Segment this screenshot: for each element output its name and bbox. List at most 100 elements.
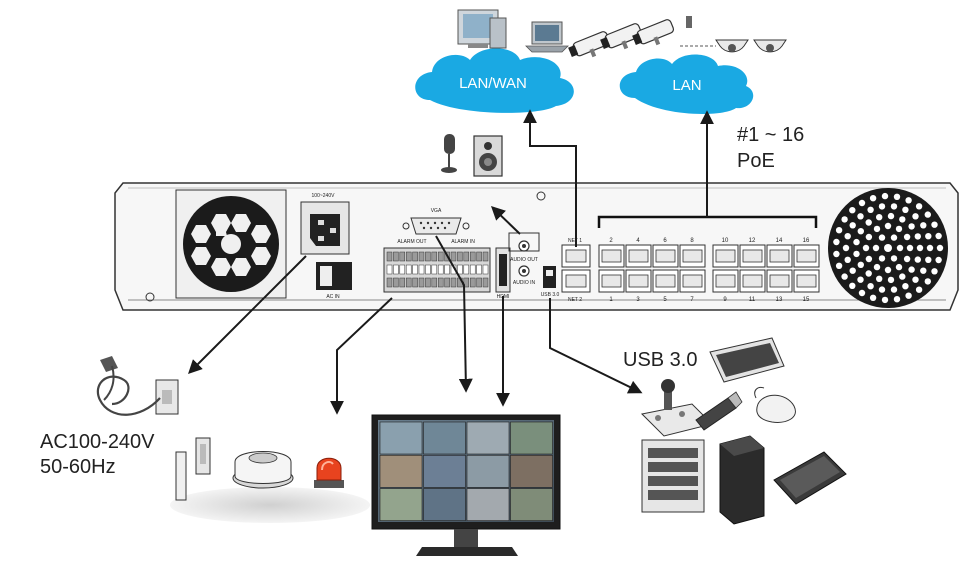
net1-to-lanwan-arrow [523,109,577,247]
camera-view-tile [423,488,466,521]
camera-view-tile [510,421,553,455]
poe-port-number: 2 [609,238,613,244]
poe-port-number: 8 [690,238,694,244]
fan-hole [899,216,906,223]
smoke-detector-icon [232,451,294,489]
fan-hole [915,203,923,210]
camera-view-tile [379,421,423,455]
poe-port-number: 13 [776,297,783,303]
alarm-devices-shadow [170,487,370,523]
lan-cloud: LAN [619,54,754,114]
audio-to-devices-arrow [490,206,521,235]
alarm-terminal [393,277,399,288]
lan-cloud-label: LAN [672,77,701,94]
poe-port-socket [655,249,676,263]
fan-hole [876,275,883,282]
fan-hole [893,296,901,303]
alarm-siren-icon [314,457,344,488]
poe-port-socket [769,249,790,263]
keyboard-icon [709,337,785,383]
fan-hole [935,232,942,240]
alarm-terminal [425,264,431,275]
lan-wan-cloud: LAN/WAN [415,48,574,113]
fan-hole [890,255,898,262]
bullet-cameras-icon [568,16,692,58]
alarm-terminal [386,264,393,275]
usb-to-peripherals-arrow [549,298,643,394]
fan-hole [849,282,856,289]
poe-port-number: 9 [723,297,727,303]
alarm-terminal [476,251,482,262]
camera-view-tile [379,488,423,521]
alarm-terminal [437,277,444,288]
fan-hole [902,206,909,213]
alarm-terminal [418,264,425,275]
dome-cameras-icon [715,39,787,53]
alarm-out-label: ALARM OUT [397,239,426,245]
fan-hole [903,233,911,241]
alarm-to-sensors-arrow [330,297,393,415]
hdmi-port[interactable]: HDMI [495,247,511,300]
alarm-terminal [482,277,489,288]
poe-port-socket [628,249,649,263]
fan-hole [844,256,851,263]
power-voltage-label: AC100-240V [40,431,155,453]
fan-hole [895,263,903,271]
poe-port-number: 7 [690,297,694,303]
alarm-terminal [386,251,393,262]
alarm-terminal [386,277,393,288]
fan-hole [899,273,906,280]
fan-hole [914,233,921,240]
fan-hole [872,244,880,252]
lan-wan-cloud-label: LAN/WAN [459,75,527,92]
usb-port[interactable]: USB 3.0 [541,266,560,298]
usb-flash-drive-icon [695,391,743,431]
alarm-terminal [469,264,476,275]
fan-hole [878,286,886,293]
alarm-terminal [425,277,431,288]
fan-hole [865,233,873,241]
vga-port[interactable]: VGA [402,208,470,235]
fan-hole [867,206,874,213]
fan-hole [912,276,919,283]
fan-hole [842,244,850,252]
fan-hole [895,225,903,233]
fan-hole [925,256,932,263]
alarm-terminal [412,277,418,288]
fan-hole [849,207,856,214]
fan-hole [857,261,864,268]
alarm-terminal [431,251,438,262]
alarm-terminal [431,264,438,275]
fan-hole [873,225,881,233]
fan-hole [881,296,889,304]
fan-hole [906,244,914,252]
alarm-terminal [469,277,476,288]
power-frequency-label: 50-60Hz [40,456,116,478]
fan-hole [905,292,912,299]
fan-hole [908,266,915,273]
poe-port-number: 11 [749,297,756,303]
power-inlet: 100~240V AC IN [300,193,352,300]
alarm-terminal [431,277,438,288]
poe-port-socket [628,274,649,288]
fan-hole [905,197,912,204]
camera-view-tile [379,454,423,488]
alarm-terminal [418,251,425,262]
fan-hole [867,283,874,290]
left-fan-grille [175,189,287,299]
fan-hole [893,193,901,200]
fan-hole [925,233,932,240]
alarm-terminal [412,251,418,262]
camera-view-tile [510,454,553,488]
right-fan-grille [828,188,948,308]
screw-icon [145,292,155,302]
fan-hole [881,192,889,200]
audio-out-label: AUDIO OUT [510,257,538,263]
fan-hole [835,262,843,269]
alarm-terminal [476,264,482,275]
fan-hole [878,203,886,210]
alarm-terminal [399,251,406,262]
camera-view-tile [423,421,466,455]
fan-hole [878,255,886,262]
poe-port-number: 10 [722,238,729,244]
